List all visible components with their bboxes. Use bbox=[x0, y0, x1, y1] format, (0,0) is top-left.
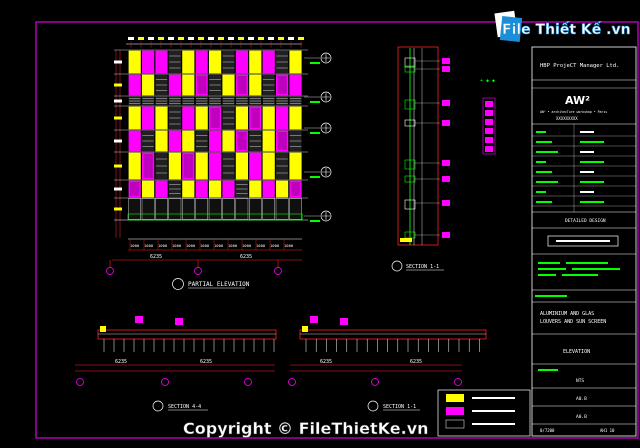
elev-dim-label: 1000 bbox=[284, 243, 294, 248]
section-4-4-caption: SECTION 4-4 bbox=[168, 404, 201, 410]
right-dim-2: 6235 bbox=[410, 359, 422, 365]
copyright-watermark: Copyright © FileThietKe.vn bbox=[183, 419, 429, 438]
footer-code-right: AH1 10 bbox=[600, 428, 615, 433]
client-name: HBP ProjeCT Manager Ltd. bbox=[540, 63, 619, 69]
section-1-1-caption: SECTION 1-1 bbox=[406, 264, 439, 270]
drawing-type: ELEVATION bbox=[563, 349, 590, 355]
elev-dim-total-1: 6235 bbox=[150, 254, 162, 260]
level-markers bbox=[304, 52, 332, 222]
elev-dim-label: 1000 bbox=[172, 243, 182, 248]
elev-dim-label: 1000 bbox=[158, 243, 168, 248]
elev-dim-label: 1000 bbox=[242, 243, 252, 248]
partial-elevation: 1000 1000 1000 1000 1000 1000 1000 1000 1000 1000… bbox=[106, 37, 332, 290]
brand-watermark: File Thiết Kế .vn bbox=[494, 10, 631, 42]
elev-dim-label: 1000 bbox=[256, 243, 266, 248]
drawing-title-line2: LOUVERS AND SUN SCREEN bbox=[540, 319, 606, 325]
elev-dim-label: 1000 bbox=[270, 243, 280, 248]
sheet-size-2: A0.B bbox=[576, 414, 587, 420]
elevation-bottom-dims: 1000 1000 1000 1000 1000 1000 1000 1000 1000 1000… bbox=[112, 238, 302, 261]
hatch-legend bbox=[437, 389, 531, 437]
logo-mark: AW² bbox=[565, 94, 590, 107]
logo-code: XXXXXXXXX bbox=[556, 116, 578, 121]
svg-text:+ ◆ ◆: + ◆ ◆ bbox=[480, 78, 495, 84]
section-1-1-vertical: + ◆ ◆ SECTION 1-1 bbox=[391, 46, 496, 272]
sheet-border bbox=[35, 21, 639, 439]
grid-bubbles bbox=[106, 260, 282, 275]
elev-dim-label: 1000 bbox=[130, 243, 140, 248]
top-dimension-row bbox=[126, 37, 304, 48]
left-dim-1: 6235 bbox=[115, 359, 127, 365]
section-1-1-bottom-caption: SECTION 1-1 bbox=[383, 404, 416, 410]
right-dim-1: 6235 bbox=[320, 359, 332, 365]
elev-dim-label: 1000 bbox=[186, 243, 196, 248]
drawing-title-line1: ALUMINIUM AND GLAS bbox=[540, 311, 594, 317]
left-dim-2: 6235 bbox=[200, 359, 212, 365]
brand-text: File Thiết Kế .vn bbox=[502, 21, 631, 38]
elev-dim-label: 1000 bbox=[200, 243, 210, 248]
logo-subtitle: AW² • architecTure workshop • Paris bbox=[540, 110, 607, 114]
sheet-size-1: A0.B bbox=[576, 396, 587, 402]
elev-dim-label: 1000 bbox=[228, 243, 238, 248]
footer-code-left: 0/7200 bbox=[540, 428, 555, 433]
elev-dim-total-2: 6235 bbox=[240, 254, 252, 260]
scale-value: NTS bbox=[576, 378, 584, 384]
facade-panel-grid bbox=[114, 49, 309, 238]
detailed-design-label: DETAILED DESIGN bbox=[565, 218, 606, 224]
elev-dim-label: 1000 bbox=[144, 243, 154, 248]
elev-dim-label: 1000 bbox=[214, 243, 224, 248]
bottom-section-left: 6235 6235 SECTION 4-4 bbox=[75, 316, 277, 412]
bottom-section-right: 6235 6235 SECTION 1-1 bbox=[288, 316, 487, 412]
title-block: HBP ProjeCT Manager Ltd. AW² AW² • archi… bbox=[531, 46, 637, 437]
elevation-caption: PARTIAL ELEVATION bbox=[188, 281, 250, 288]
